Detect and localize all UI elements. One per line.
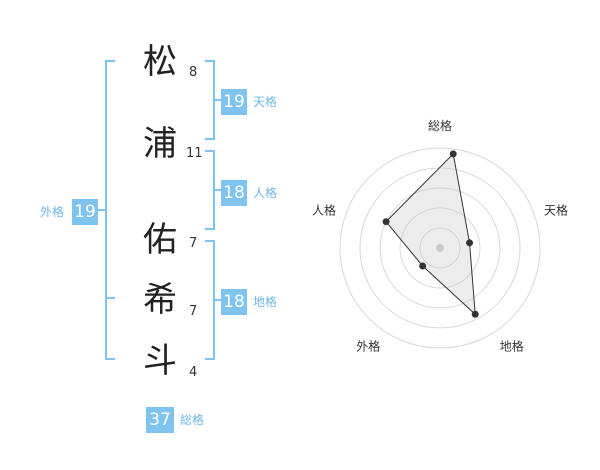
radar-ring-5 bbox=[339, 147, 541, 349]
radar-point-1 bbox=[449, 150, 457, 158]
stroke-count-1: 8 bbox=[189, 65, 198, 80]
radar-ring-3 bbox=[379, 187, 501, 309]
stroke-count-3: 7 bbox=[189, 236, 198, 251]
jinkaku-label: 人格 bbox=[253, 186, 278, 200]
name-char-1: 松 bbox=[143, 42, 177, 82]
radar-center-dot bbox=[436, 244, 444, 252]
gaikaku-bracket bbox=[105, 60, 115, 360]
name-char-5: 斗 bbox=[143, 341, 177, 381]
chikaku-value-badge: 18 bbox=[221, 289, 247, 315]
radar-axis-label-2: 天格 bbox=[544, 202, 568, 217]
stroke-count-4: 7 bbox=[189, 304, 198, 319]
radar-axis-label-1: 総格 bbox=[428, 118, 452, 133]
radar-point-2 bbox=[466, 239, 474, 247]
name-char-2: 浦 bbox=[143, 124, 177, 164]
radar-axis-label-5: 人格 bbox=[312, 202, 336, 217]
tenkaku-label: 天格 bbox=[253, 95, 278, 109]
tenkaku-value-badge: 19 bbox=[221, 89, 247, 115]
chikaku-label: 地格 bbox=[253, 295, 278, 309]
radar-point-5 bbox=[382, 218, 390, 226]
chikaku-bracket bbox=[205, 240, 215, 360]
jinkaku-value-badge: 18 bbox=[221, 180, 247, 206]
tenkaku-bracket-tick bbox=[215, 99, 222, 101]
radar-ring-2 bbox=[399, 207, 481, 289]
radar-point-4 bbox=[419, 262, 427, 270]
gaikaku-inner-tick bbox=[107, 297, 115, 299]
name-char-3: 佑 bbox=[143, 220, 177, 260]
chikaku-bracket-tick bbox=[215, 299, 222, 301]
gaikaku-bracket-tick bbox=[97, 209, 105, 211]
gaikaku-label: 外格 bbox=[40, 205, 65, 219]
radar-axis-label-3: 地格 bbox=[500, 339, 524, 354]
radar-data-polygon bbox=[385, 152, 476, 316]
radar-ring-4 bbox=[359, 167, 521, 329]
tenkaku-bracket bbox=[205, 60, 215, 140]
jinkaku-bracket bbox=[205, 150, 215, 230]
soukaku-label: 総格 bbox=[180, 413, 205, 427]
soukaku-value-badge: 37 bbox=[146, 407, 174, 433]
radar-ring-1 bbox=[419, 227, 461, 269]
radar-point-3 bbox=[471, 310, 479, 318]
stroke-count-2: 11 bbox=[186, 146, 203, 161]
jinkaku-bracket-tick bbox=[215, 189, 222, 191]
name-char-4: 希 bbox=[143, 280, 177, 320]
stroke-count-5: 4 bbox=[189, 365, 198, 380]
radar-axis-label-4: 外格 bbox=[356, 339, 380, 354]
gaikaku-value-badge: 19 bbox=[72, 199, 98, 225]
